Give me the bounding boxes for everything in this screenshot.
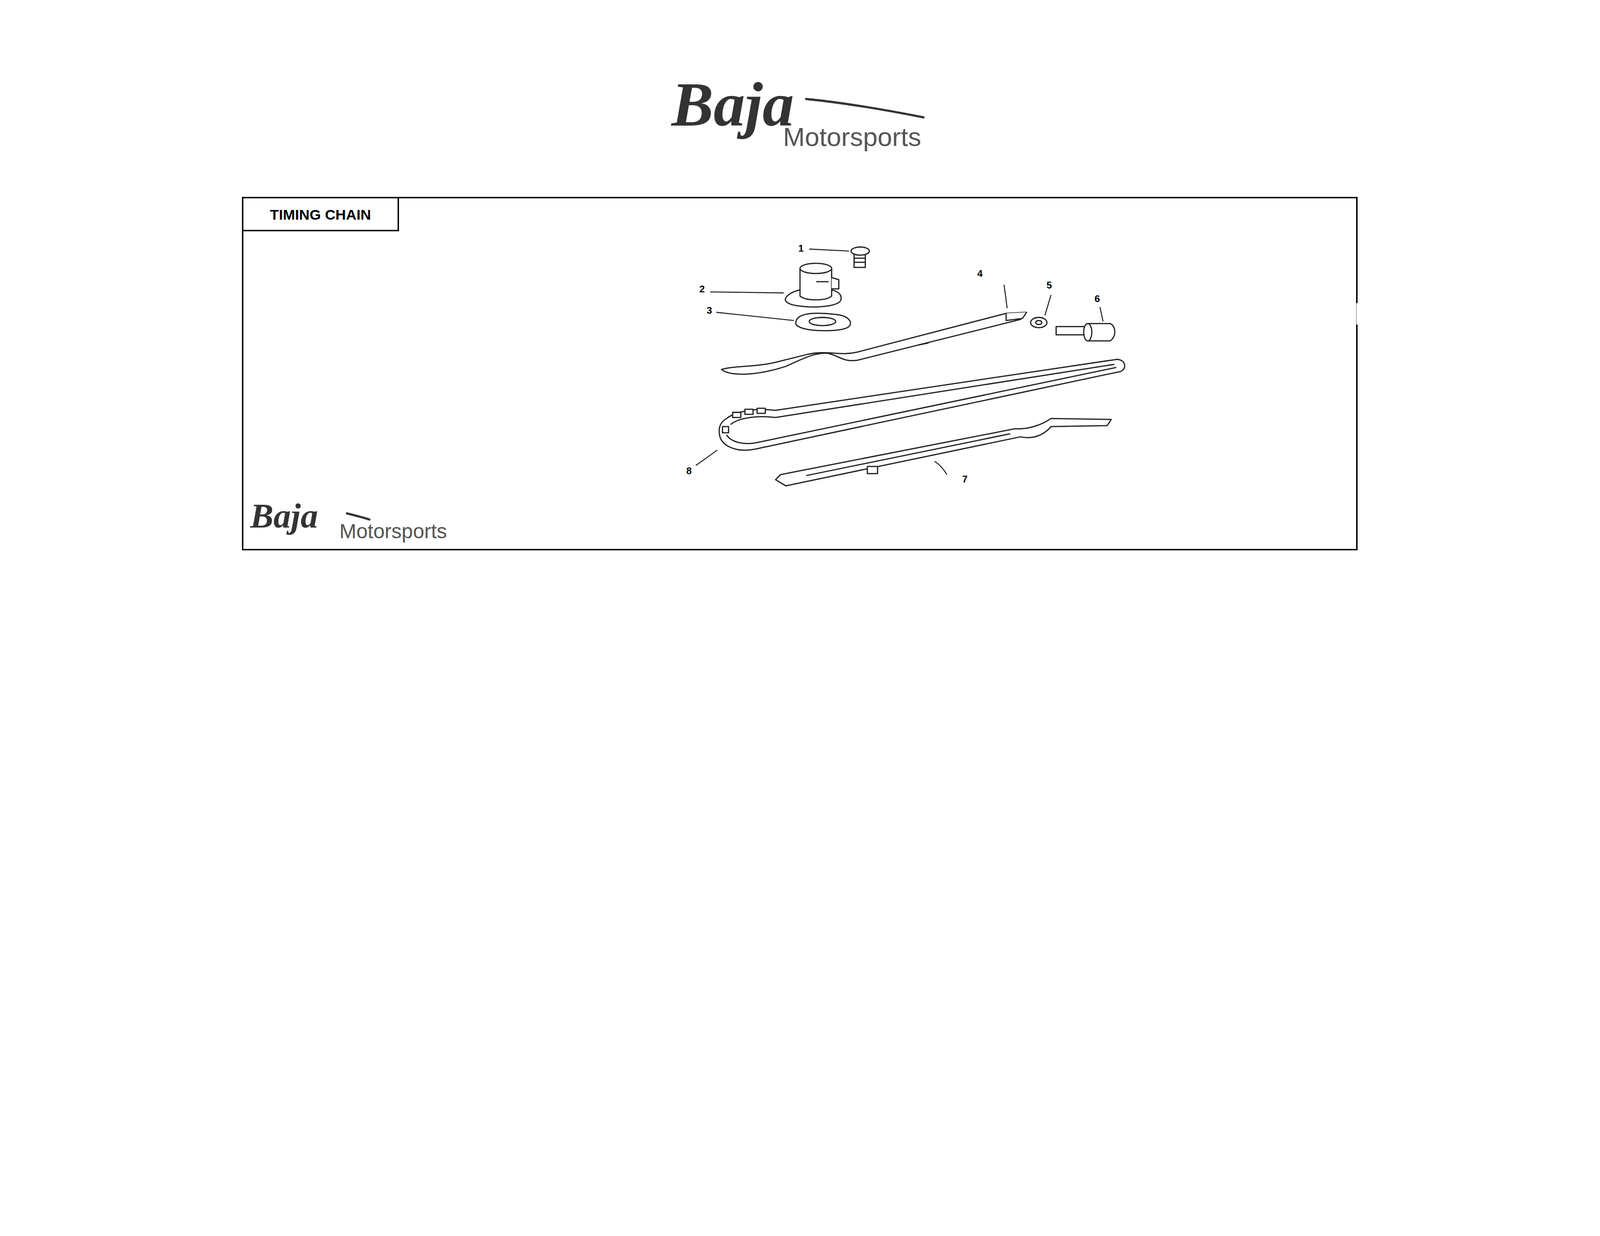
parts <box>719 246 1125 486</box>
callout-number: 2 <box>699 284 705 294</box>
logo-swoosh-top <box>806 98 924 118</box>
callout-number: 8 <box>686 465 692 476</box>
leader-line <box>710 291 784 293</box>
washer <box>1030 317 1048 328</box>
gasket <box>795 313 851 331</box>
pivot-bolt-shank <box>1056 326 1088 336</box>
logo-swoosh-bottom <box>347 513 370 520</box>
callout-number: 6 <box>1094 293 1100 304</box>
chain-link <box>757 408 766 414</box>
logo-word: Baja <box>250 498 319 534</box>
leader-line <box>1044 294 1052 316</box>
chain-link <box>732 412 741 418</box>
upper-chain-guide <box>721 312 1027 375</box>
callout-number: 5 <box>1046 280 1052 290</box>
callout-number: 4 <box>976 268 983 279</box>
lower-chain-guide <box>775 418 1111 486</box>
callout-number: 7 <box>961 474 968 484</box>
leader-lines <box>695 249 1104 475</box>
bolt-shank <box>854 254 866 268</box>
leader-line <box>1004 284 1008 308</box>
guide-detail <box>806 433 1011 476</box>
callout-number: 3 <box>706 305 712 316</box>
leader-line <box>934 461 947 475</box>
guide-tab <box>1006 312 1027 321</box>
tensioner-detail <box>816 281 829 283</box>
washer-hole <box>1035 320 1042 325</box>
bolt-thread <box>854 257 866 259</box>
logo-word: Baja <box>671 72 795 136</box>
leader-line <box>695 449 718 466</box>
pivot-bolt-face <box>1083 323 1092 341</box>
logo-word: Motorsports <box>783 123 922 150</box>
bolt-thread <box>854 261 866 264</box>
chain-inner-line <box>726 367 1117 444</box>
chain-link <box>744 409 753 415</box>
diagram-title: TIMING CHAIN <box>270 207 371 223</box>
frame-gap <box>1356 303 1359 325</box>
chain-inner-line <box>730 364 1115 425</box>
leader-line <box>716 312 794 321</box>
leader-line <box>809 249 849 252</box>
guide-tab <box>867 466 878 474</box>
guide-detail <box>918 342 929 345</box>
chain-link <box>722 426 729 433</box>
callout-number: 1 <box>798 243 804 254</box>
tensioner-top <box>800 263 832 274</box>
timing-chain <box>719 359 1125 450</box>
logo-word: Motorsports <box>339 521 448 542</box>
tensioner-boss <box>831 277 839 289</box>
leader-line <box>1100 307 1104 322</box>
gasket-hole <box>809 317 836 326</box>
bolt-head <box>850 246 870 256</box>
logo-swoosh <box>347 98 924 520</box>
